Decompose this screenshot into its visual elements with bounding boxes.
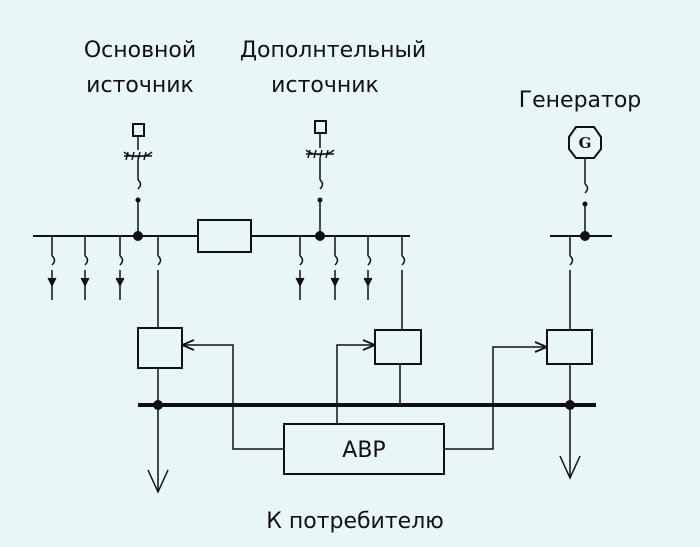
extra-source-label-line2: источник (271, 73, 379, 98)
contactor-main (137, 327, 183, 369)
main-source-label-line1: Основной (84, 38, 196, 63)
main-source-label-line2: источник (86, 73, 194, 98)
generator-feeder: G (568, 126, 602, 241)
generator-symbol: G (579, 134, 592, 152)
generator-icon (568, 126, 602, 159)
main-bus-outgoing-feeders (47, 236, 162, 328)
bus-section-breaker (197, 219, 252, 253)
main-source-feeder (123, 123, 153, 241)
avr-control-main (182, 345, 284, 450)
extra-source-label-line1: Дополнтельный (240, 38, 426, 63)
avr-control-extra (336, 345, 375, 424)
generator-outgoing-feeder (569, 236, 574, 330)
contactor-generator (546, 329, 593, 365)
generator-label: Генератор (519, 88, 642, 113)
avr-label: АВР (342, 438, 385, 463)
avr-control-generator (444, 347, 547, 450)
extra-source-feeder (305, 120, 335, 241)
extra-bus-outgoing-feeders (295, 236, 406, 330)
contactor-extra (374, 329, 422, 365)
consumer-label: К потребителю (266, 509, 444, 534)
